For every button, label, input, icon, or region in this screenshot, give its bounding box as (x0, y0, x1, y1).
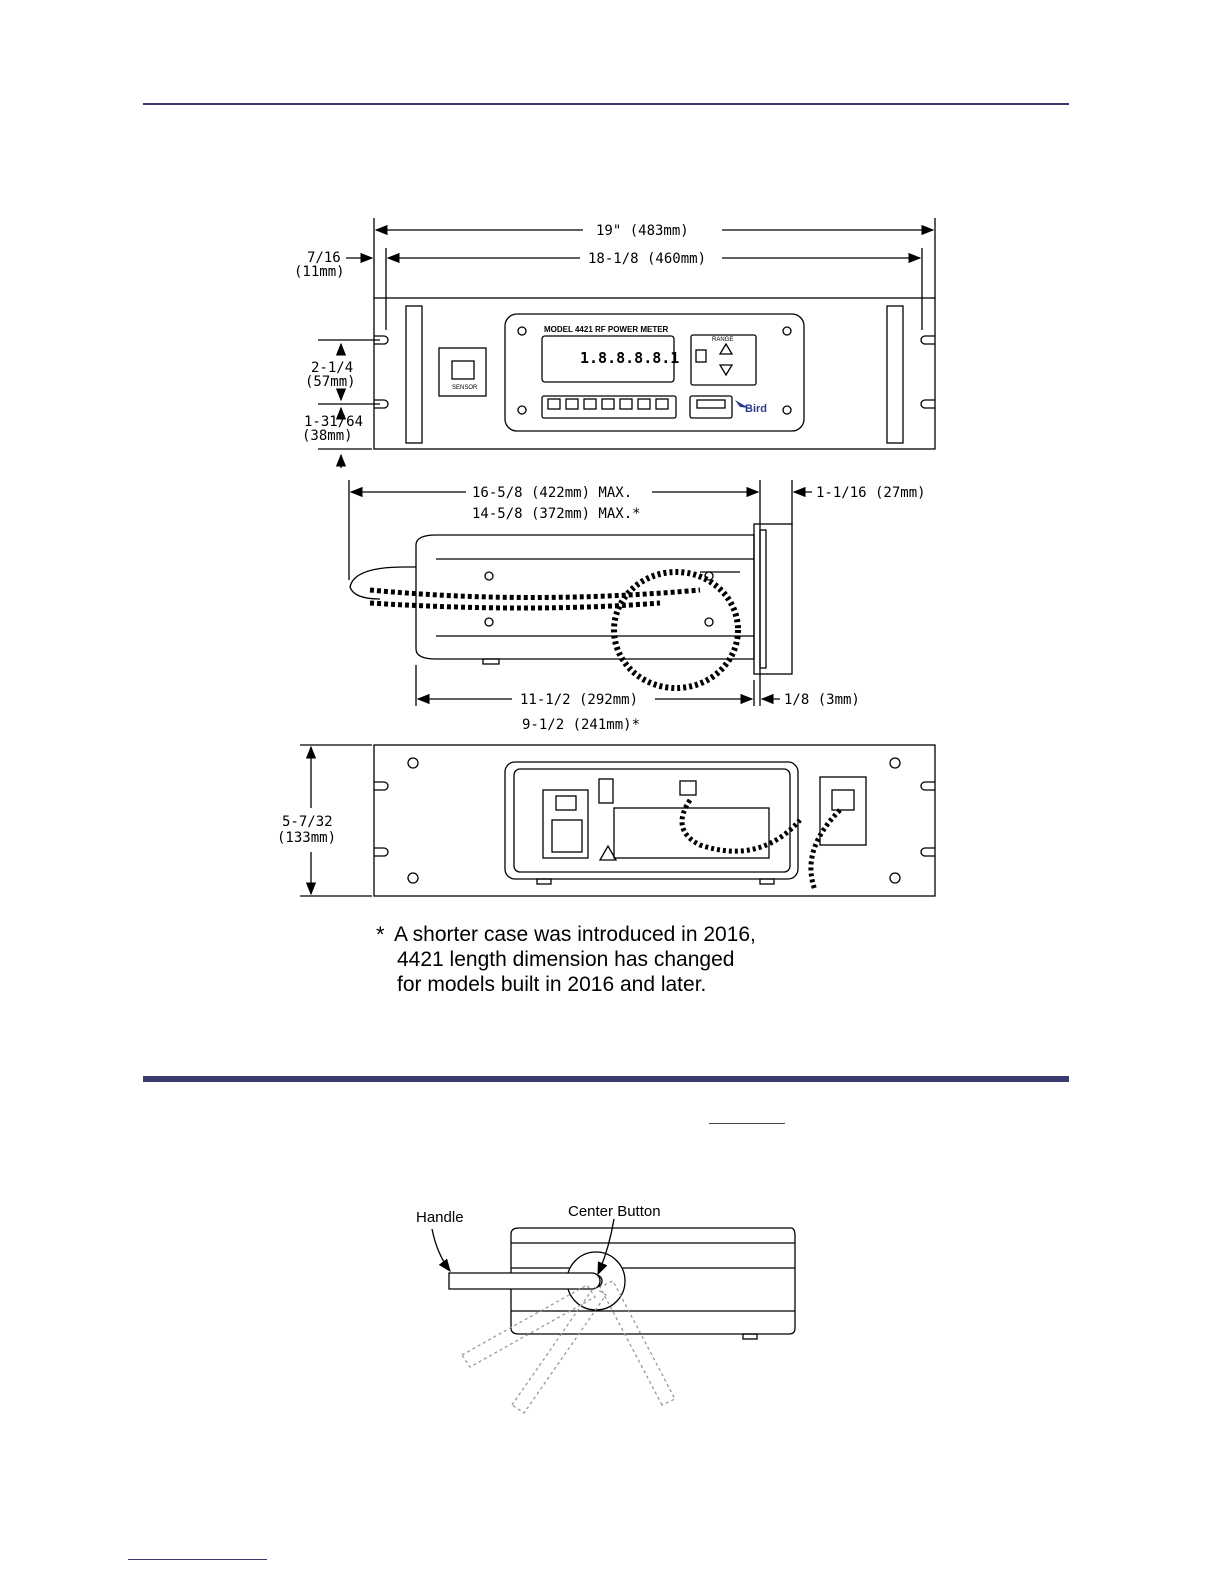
footnote-line-2: 4421 length dimension has changed (397, 948, 735, 971)
footnote: * A shorter case was introduced in 2016,… (376, 922, 756, 997)
footnote-line-1: A shorter case was introduced in 2016, (394, 923, 756, 946)
model-label: MODEL 4421 RF POWER METER (544, 325, 669, 334)
front-view (318, 218, 936, 468)
section-rule (143, 1076, 1069, 1082)
handle-figure (431, 1218, 796, 1414)
dim-ear-offset-a: 7/16 (307, 250, 341, 266)
dim-height-a: 5-7/32 (282, 814, 333, 830)
dim-depth-max: 16-5/8 (422mm) MAX. (472, 485, 632, 501)
dim-panel-depth: 1-1/16 (27mm) (816, 485, 926, 501)
dim-height-b: (133mm) (277, 830, 336, 846)
dim-ear-offset-b: (11mm) (294, 264, 345, 280)
dim-depth-max-short: 14-5/8 (372mm) MAX.* (472, 506, 641, 522)
sensor-label: SENSOR (452, 385, 478, 391)
header-rule (143, 103, 1069, 105)
dim-hole-spacing-a: 2-1/4 (311, 360, 353, 376)
rear-view (300, 744, 936, 897)
range-label: RANGE (712, 337, 733, 343)
dim-case-length: 11-1/2 (292mm) (520, 692, 638, 708)
dim-overall-width: 19" (483mm) (596, 223, 689, 239)
footnote-star: * (376, 922, 385, 947)
underline-rule (709, 1123, 785, 1124)
center-button-label: Center Button (568, 1203, 661, 1220)
display-digits: 1.8.8.8.8.1 (580, 349, 679, 367)
dim-inner-width: 18-1/8 (460mm) (588, 251, 706, 267)
dim-hole-bottom-a: 1-31/64 (304, 414, 363, 430)
brand-logo: Bird (745, 403, 767, 415)
dim-panel-thickness: 1/8 (3mm) (784, 692, 860, 708)
footer-rule (128, 1559, 267, 1560)
dim-hole-bottom-b: (38mm) (302, 428, 353, 444)
dim-case-length-short: 9-1/2 (241mm)* (522, 717, 640, 733)
handle-label: Handle (416, 1209, 464, 1226)
footnote-line-3: for models built in 2016 and later. (397, 973, 707, 996)
side-view (348, 480, 812, 706)
dim-hole-spacing-b: (57mm) (305, 374, 356, 390)
